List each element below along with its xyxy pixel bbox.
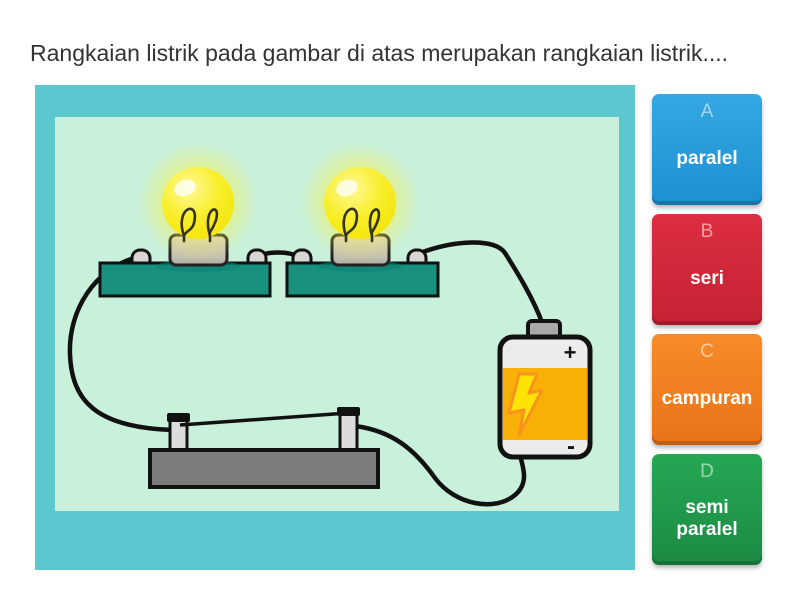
bulb-highlight: [174, 179, 196, 197]
battery-outline: [497, 334, 593, 460]
answer-letter: D: [700, 461, 714, 482]
answer-letter: C: [700, 341, 714, 362]
answer-label: seri: [690, 267, 724, 289]
bulb-filament-icon: [342, 207, 381, 243]
switch-post: [338, 410, 359, 454]
switch-post-cap: [167, 413, 190, 422]
circuit-image: + -: [35, 85, 635, 570]
lightning-bolt-icon: [507, 372, 544, 437]
battery: + -: [497, 319, 593, 460]
bulb-glass: [162, 167, 234, 239]
bulb-highlight: [336, 179, 358, 197]
question-text: Rangkaian listrik pada gambar di atas me…: [30, 40, 729, 66]
battery-plus-label: +: [564, 340, 577, 365]
answer-label: paralel: [676, 147, 738, 169]
answer-option-a[interactable]: A paralel: [652, 94, 762, 205]
answer-label: campuran: [661, 387, 753, 409]
bulb-glass: [324, 167, 396, 239]
knife-switch: [148, 407, 380, 489]
light-bulb-2: [324, 167, 396, 243]
switch-lever: [179, 411, 349, 427]
bulb-filament-icon: [180, 207, 219, 243]
answer-option-c[interactable]: C campuran: [652, 334, 762, 445]
light-bulb-1: [162, 167, 234, 243]
switch-base: [148, 448, 380, 489]
battery-minus-label: -: [567, 433, 575, 460]
wire-bulb-to-battery: [417, 240, 546, 328]
answer-label: semi paralel: [676, 496, 738, 540]
circuit-diagram: + -: [35, 85, 635, 570]
answer-options: A paralel B seri C campuran D semi paral…: [652, 94, 762, 565]
wire-switch-to-battery: [352, 423, 527, 507]
answer-letter: B: [700, 221, 714, 242]
answer-option-b[interactable]: B seri: [652, 214, 762, 325]
answer-letter: A: [700, 101, 714, 122]
answer-option-d[interactable]: D semi paralel: [652, 454, 762, 565]
